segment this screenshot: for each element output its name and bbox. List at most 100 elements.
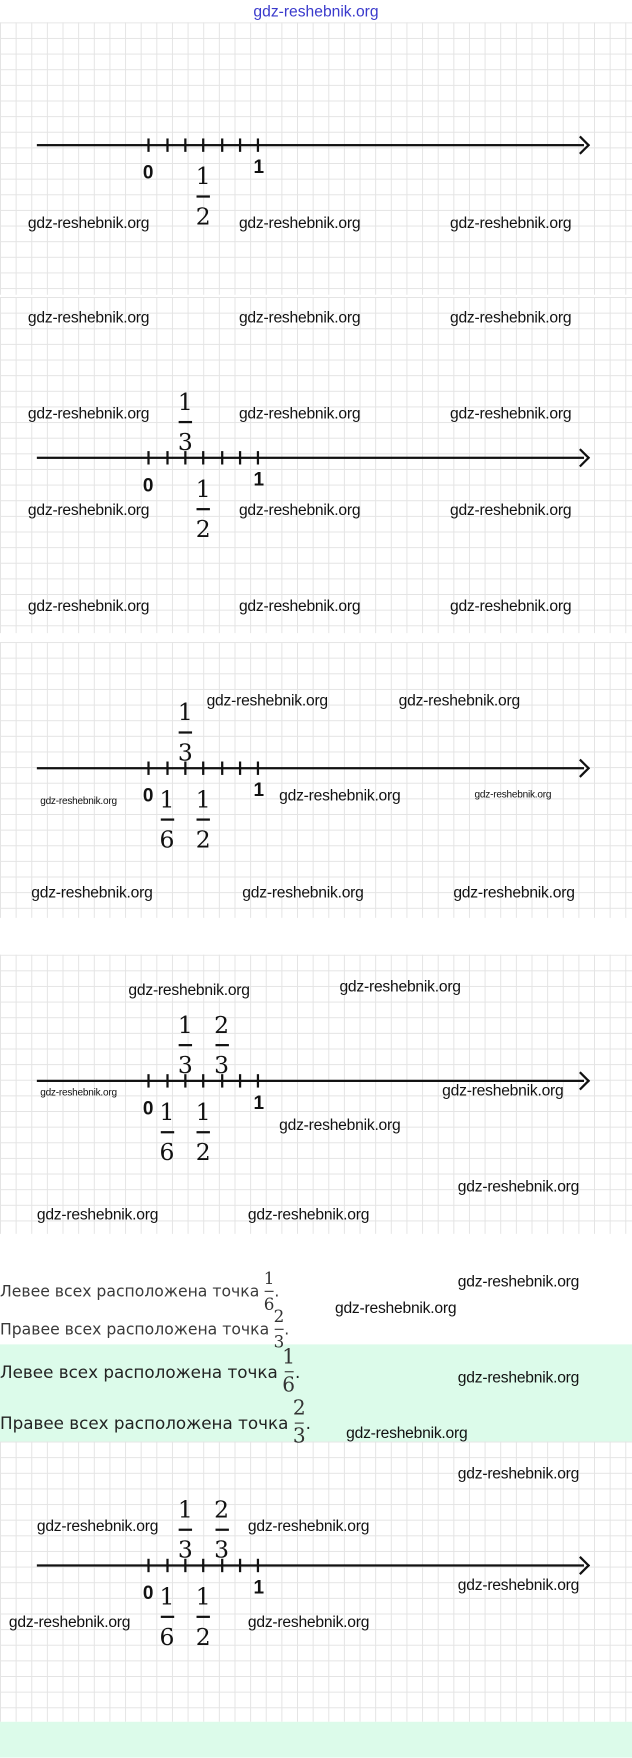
tick-mark — [202, 761, 205, 775]
denominator: 3 — [177, 738, 193, 766]
numerator: 1 — [159, 1583, 175, 1611]
denominator: 6 — [282, 1373, 296, 1397]
numerator: 2 — [214, 1011, 230, 1039]
fraction-bar — [214, 1528, 229, 1531]
denominator: 3 — [177, 428, 193, 456]
watermark: gdz-reshebnik.org — [238, 596, 361, 615]
tick-mark — [238, 451, 242, 465]
answer-highlight-bottom — [0, 1721, 632, 1758]
watermark: gdz-reshebnik.org — [128, 980, 250, 999]
numerator: 1 — [177, 388, 193, 416]
numerator: 2 — [273, 1306, 285, 1327]
fraction-bar — [178, 1528, 193, 1531]
numerator: 1 — [263, 1268, 275, 1289]
label-one: 1 — [253, 779, 265, 801]
label-zero: 0 — [142, 784, 154, 807]
watermark: gdz-reshebnik.org — [27, 596, 150, 615]
answer-right-text: Правее всех расположена точка — [0, 1320, 270, 1339]
numerator: 1 — [177, 1496, 193, 1524]
fraction-bar — [196, 818, 210, 821]
watermark: gdz-reshebnik.org — [449, 404, 572, 423]
tick-mark — [238, 1074, 242, 1088]
tick-mark — [184, 761, 187, 775]
numerator: 1 — [159, 786, 175, 813]
fraction-bar — [160, 1615, 174, 1618]
tick-mark — [220, 138, 223, 152]
label-one: 1 — [253, 1092, 265, 1114]
label-one: 1 — [253, 1576, 265, 1598]
watermark: gdz-reshebnik.org — [398, 691, 521, 710]
tick-mark — [184, 138, 187, 152]
denominator: 6 — [159, 1138, 175, 1166]
answer-highlight — [0, 1344, 632, 1442]
answer-right-text: Правее всех расположена точка — [0, 1413, 289, 1434]
fraction-bar — [160, 818, 174, 821]
grid-panel-1 — [0, 22, 632, 295]
watermark: gdz-reshebnik.org — [238, 500, 361, 519]
numerator: 2 — [292, 1396, 306, 1421]
watermark: gdz-reshebnik.org — [457, 1176, 580, 1195]
tick-mark — [220, 451, 223, 465]
watermark: gdz-reshebnik.org — [238, 213, 361, 232]
numerator: 2 — [214, 1496, 230, 1524]
tick-mark — [202, 138, 205, 152]
tick-mark — [165, 761, 169, 775]
watermark: gdz-reshebnik.org — [238, 404, 361, 423]
numerator: 1 — [177, 1011, 193, 1039]
fraction-bar — [196, 508, 210, 510]
denominator: 2 — [195, 825, 211, 853]
tick-mark — [256, 138, 260, 152]
watermark: gdz-reshebnik.org — [457, 1271, 580, 1290]
watermark: gdz-reshebnik.org — [40, 794, 117, 806]
denominator: 6 — [159, 825, 175, 853]
watermark: gdz-reshebnik.org — [457, 1575, 580, 1594]
tick-mark — [165, 1074, 169, 1088]
period: . — [284, 1320, 290, 1339]
denominator: 2 — [195, 1622, 211, 1650]
watermark: gdz-reshebnik.org — [31, 883, 153, 902]
watermark: gdz-reshebnik.org — [206, 691, 329, 710]
tick-mark — [220, 761, 223, 775]
numerator: 1 — [195, 1098, 211, 1126]
axis-line — [36, 767, 584, 770]
fraction-bar — [196, 1615, 210, 1618]
watermark: gdz-reshebnik.org — [8, 1612, 131, 1631]
tick-mark — [147, 451, 150, 465]
axis-line — [36, 456, 584, 459]
tick-mark — [184, 1074, 187, 1088]
axis-line — [36, 1564, 584, 1567]
tick-mark — [165, 451, 169, 465]
tick-mark — [220, 1558, 223, 1573]
watermark: gdz-reshebnik.org — [36, 1204, 159, 1223]
denominator: 2 — [195, 1138, 211, 1166]
fraction-bar — [214, 1044, 229, 1046]
watermark: gdz-reshebnik.org — [279, 1115, 401, 1134]
tick-mark — [147, 761, 150, 775]
watermark: gdz-reshebnik.org — [457, 1463, 580, 1482]
numerator: 1 — [195, 786, 211, 813]
watermark: gdz-reshebnik.org — [36, 1516, 159, 1535]
denominator: 3 — [214, 1051, 230, 1079]
watermark: gdz-reshebnik.org — [453, 883, 575, 902]
denominator: 3 — [177, 1535, 193, 1563]
fraction-bar — [178, 420, 193, 423]
grid-panel-5 — [0, 1441, 632, 1722]
watermark: gdz-reshebnik.org — [346, 1423, 468, 1442]
watermark: gdz-reshebnik.org — [449, 213, 572, 232]
grid-panel-4 — [0, 954, 632, 1234]
label-zero: 0 — [142, 1582, 154, 1604]
fraction-bar — [178, 731, 193, 734]
label-zero: 0 — [142, 1097, 154, 1119]
numerator: 1 — [282, 1345, 296, 1369]
watermark: gdz-reshebnik.org — [40, 1085, 117, 1098]
